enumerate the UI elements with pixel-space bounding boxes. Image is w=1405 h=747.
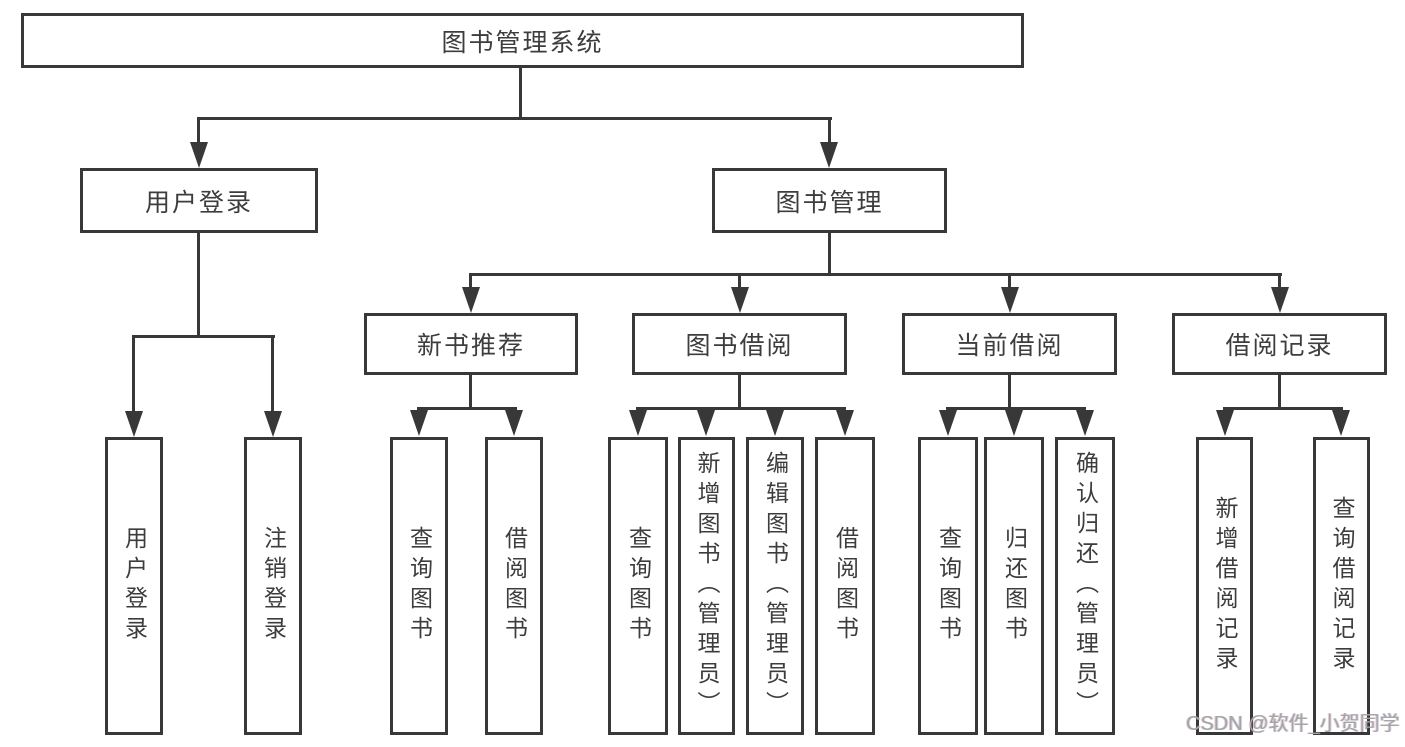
node-leaf-bb-query-label: 查询图书: [625, 526, 652, 646]
node-book-mgmt-label: 图书管理: [775, 188, 884, 217]
connector-to-new-book: [469, 273, 472, 289]
arrowhead-to-new-book: [462, 287, 480, 313]
connector-to-borrow-records: [1278, 273, 1281, 289]
node-user-login-label: 用户登录: [144, 188, 253, 217]
connector-to-current-borrow: [1008, 273, 1011, 289]
node-leaf-bb-add: 新增图书（管理员）: [678, 437, 735, 735]
connector-to-user-login: [197, 117, 200, 144]
arrowhead-br-query: [1332, 410, 1350, 436]
connector-new-book-stem: [469, 373, 472, 409]
node-leaf-bb-borrow-label: 借阅图书: [832, 526, 859, 646]
connector-current-borrow-rail: [946, 407, 1086, 410]
connector-book-borrow-stem: [738, 373, 741, 409]
connector-user-login-stem: [197, 231, 200, 337]
node-leaf-nb-borrow: 借阅图书: [485, 437, 543, 735]
connector-to-login: [132, 335, 135, 413]
node-leaf-bb-edit-label: 编辑图书（管理员）: [762, 451, 789, 721]
connector-to-book-mgmt: [828, 117, 831, 144]
arrowhead-bb-query: [629, 410, 647, 436]
node-leaf-cb-confirm-label: 确认归还（管理员）: [1072, 451, 1099, 721]
arrowhead-bb-edit: [766, 410, 784, 436]
node-leaf-bb-borrow: 借阅图书: [815, 437, 875, 735]
connector-user-login-rail: [132, 335, 275, 338]
node-leaf-br-add-label: 新增借阅记录: [1212, 496, 1238, 676]
arrowhead-nb-query: [410, 410, 428, 436]
arrowhead-to-current-borrow: [1001, 287, 1019, 313]
node-leaf-nb-query: 查询图书: [390, 437, 448, 735]
arrowhead-cb-query: [939, 410, 957, 436]
node-new-book-rec-label: 新书推荐: [416, 332, 525, 360]
node-book-mgmt: 图书管理: [712, 168, 947, 233]
node-leaf-logout: 注销登录: [244, 437, 302, 735]
node-borrow-records-label: 借阅记录: [1225, 332, 1334, 360]
connector-book-borrow-rail: [636, 407, 846, 410]
node-leaf-bb-edit: 编辑图书（管理员）: [746, 437, 804, 735]
node-leaf-bb-add-label: 新增图书（管理员）: [694, 451, 720, 721]
connector-current-borrow-stem: [1008, 373, 1011, 409]
node-current-borrow: 当前借阅: [902, 313, 1117, 375]
node-leaf-user-login-label: 用户登录: [121, 526, 148, 646]
node-borrow-records: 借阅记录: [1172, 313, 1387, 375]
node-leaf-cb-return-label: 归还图书: [1001, 526, 1028, 646]
node-new-book-rec: 新书推荐: [364, 313, 578, 375]
arrowhead-br-add: [1216, 410, 1234, 436]
node-leaf-br-query: 查询借阅记录: [1313, 437, 1370, 735]
node-leaf-cb-confirm: 确认归还（管理员）: [1055, 437, 1115, 735]
node-leaf-cb-return: 归还图书: [984, 437, 1044, 735]
node-leaf-nb-borrow-label: 借阅图书: [501, 526, 528, 646]
arrowhead-cb-confirm: [1076, 410, 1094, 436]
arrowhead-to-logout: [264, 411, 282, 437]
arrowhead-bb-borrow: [836, 410, 854, 436]
connector-root-rail: [197, 117, 832, 120]
node-leaf-bb-query: 查询图书: [608, 437, 668, 735]
connector-borrow-records-rail: [1223, 407, 1343, 410]
node-root: 图书管理系统: [21, 13, 1024, 68]
node-leaf-br-add: 新增借阅记录: [1196, 437, 1253, 735]
arrowhead-to-borrow-records: [1271, 287, 1289, 313]
arrowhead-cb-return: [1005, 410, 1023, 436]
arrowhead-bb-add: [697, 410, 715, 436]
connector-book-mgmt-rail: [470, 273, 1282, 276]
arrowhead-to-login: [125, 411, 143, 437]
connector-book-mgmt-stem: [828, 231, 831, 275]
node-leaf-user-login: 用户登录: [105, 437, 163, 735]
node-leaf-cb-query-label: 查询图书: [935, 526, 962, 646]
node-leaf-nb-query-label: 查询图书: [406, 526, 433, 646]
connector-to-book-borrow: [738, 273, 741, 289]
connector-root-stem: [519, 66, 522, 119]
node-book-borrow: 图书借阅: [632, 313, 847, 375]
arrowhead-to-book-mgmt: [820, 142, 838, 168]
node-leaf-cb-query: 查询图书: [918, 437, 978, 735]
connector-new-book-rail: [417, 407, 517, 410]
node-leaf-br-query-label: 查询借阅记录: [1329, 496, 1355, 676]
arrowhead-to-user-login: [190, 142, 208, 168]
node-book-borrow-label: 图书借阅: [685, 332, 794, 360]
csdn-watermark: CSDN @软件_小贺同学: [1186, 713, 1400, 735]
node-user-login: 用户登录: [80, 168, 318, 233]
node-root-label: 图书管理系统: [441, 28, 604, 57]
connector-borrow-records-stem: [1278, 373, 1281, 409]
connector-to-logout: [271, 335, 274, 413]
node-current-borrow-label: 当前借阅: [955, 332, 1064, 360]
arrowhead-nb-borrow: [505, 410, 523, 436]
node-leaf-logout-label: 注销登录: [260, 526, 287, 646]
arrowhead-to-book-borrow: [731, 287, 749, 313]
